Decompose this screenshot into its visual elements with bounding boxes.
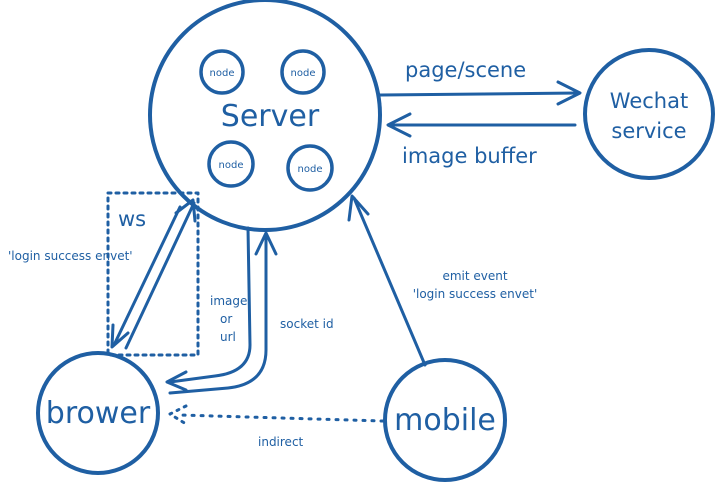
image-buffer-arrow (386, 112, 577, 138)
server-node: node node node node Server (148, 0, 382, 232)
mobile-node: mobile (383, 358, 507, 482)
ws-dotted-box (106, 191, 200, 357)
brower-label: brower (46, 396, 151, 431)
login-success-left-label: 'login success envet' (8, 249, 133, 263)
inner-node-label-3: node (219, 160, 244, 171)
brower-node: brower (36, 351, 160, 475)
image-or-url-arrow (165, 226, 252, 392)
inner-node-4 (286, 144, 334, 192)
ws-double-arrow (110, 198, 197, 350)
wechat-service-node: Wechat service (583, 48, 715, 180)
socket-id-arrow (168, 231, 278, 395)
socket-id-label: socket id (280, 317, 334, 331)
inner-node-label-2: node (291, 68, 316, 79)
indirect-arrow (168, 404, 385, 426)
emit-event-label: emit event (442, 269, 507, 283)
inner-node-3 (207, 140, 255, 188)
service-label: service (611, 119, 686, 143)
url-label: url (220, 330, 236, 344)
image-label: image (210, 294, 247, 308)
wechat-label: Wechat (610, 89, 688, 113)
inner-node-1 (199, 49, 245, 95)
page-scene-label: page/scene (405, 58, 526, 82)
inner-node-label-1: node (210, 68, 235, 79)
or-label: or (220, 312, 232, 326)
emit-event-detail-label: 'login success envet' (413, 287, 538, 301)
emit-event-arrow (347, 194, 427, 367)
indirect-label: indirect (258, 435, 304, 449)
inner-node-2 (280, 49, 326, 95)
inner-node-label-4: node (298, 164, 323, 175)
image-buffer-label: image buffer (402, 144, 537, 168)
mobile-label: mobile (394, 403, 496, 438)
server-label: Server (221, 99, 320, 134)
ws-label: ws (118, 207, 146, 231)
page-scene-arrow (378, 80, 582, 106)
